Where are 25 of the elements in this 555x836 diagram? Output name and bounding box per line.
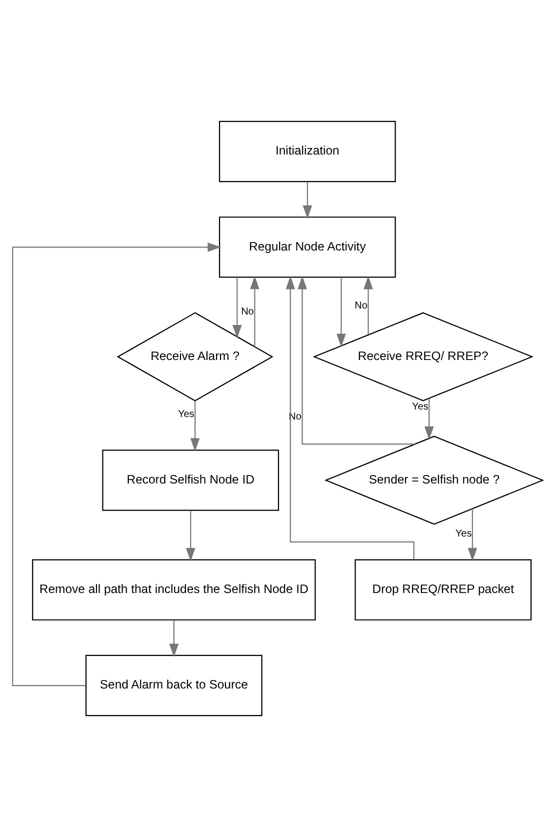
edge-label: Yes [455, 528, 472, 540]
arrow [468, 508, 478, 561]
arrow [250, 275, 260, 346]
edge-label: Yes [178, 408, 194, 420]
arrow [298, 275, 415, 444]
arrow [169, 620, 179, 657]
arrow [232, 276, 242, 338]
arrow [12, 242, 222, 686]
edge-label: No [354, 300, 368, 312]
arrow [336, 276, 346, 347]
edge-label: Yes [412, 401, 428, 412]
node-box: Drop RREQ/RREP packet [354, 558, 532, 620]
arrow [364, 275, 373, 334]
arrow [302, 181, 312, 218]
arrow [424, 398, 434, 440]
arrow [190, 400, 200, 452]
node-box: Remove all path that includes the Selfish Node ID [32, 558, 316, 620]
arrow [186, 510, 196, 561]
node-diamond: Sender = Selfish node ? [324, 435, 544, 524]
node-box: Initialization [218, 120, 396, 182]
node-box: Regular Node Activity [218, 216, 396, 278]
arrow [286, 275, 414, 559]
node-box: Send Alarm back to Source [85, 654, 262, 716]
node-box: Record Selfish Node ID [102, 449, 280, 510]
node-diamond: Receive RREQ/ RREP? [312, 312, 534, 401]
